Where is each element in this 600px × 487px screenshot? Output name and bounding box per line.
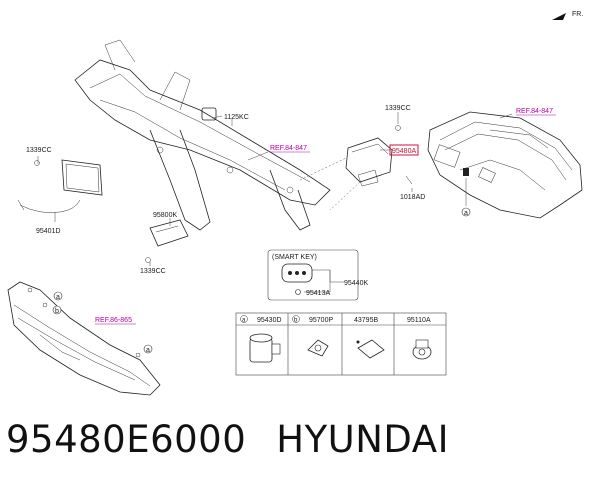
svg-text:a: a <box>56 294 60 301</box>
sensor-95110a-icon <box>412 339 432 360</box>
part-caption: 95480E6000 HYUNDAI <box>6 418 449 461</box>
callout-a-bumper-1: a <box>53 291 63 301</box>
label-95401d: 95401D <box>36 228 61 235</box>
caption-brand: HYUNDAI <box>276 418 449 461</box>
label-1339cc-top: 1339CC <box>385 105 411 112</box>
smart-key-fob-icon <box>281 263 313 283</box>
ref-label-center[interactable]: REF.84-847 <box>270 145 307 152</box>
module-95480a-illustration <box>345 125 413 187</box>
direction-label: FR. <box>572 11 583 18</box>
table-part-95110a: 95110A <box>407 317 431 324</box>
label-95800k: 95800K <box>153 212 177 219</box>
table-part-43795b: 43795B <box>354 317 378 324</box>
label-95413a: 95413A <box>306 290 330 297</box>
svg-text:a: a <box>242 318 246 324</box>
label-95480a: 95480A <box>392 148 416 155</box>
ref-label-top-right[interactable]: REF.84-847 <box>516 108 553 115</box>
module-95401d-illustration <box>17 159 103 213</box>
smart-key-title: (SMART KEY) <box>272 254 317 261</box>
parts-table: a 95430D b 95700P 43795B 95110A <box>235 312 447 376</box>
label-1339cc-left: 1339CC <box>26 147 52 154</box>
callout-a-dashboard: a <box>461 207 471 217</box>
svg-text:b: b <box>294 318 298 324</box>
front-bumper-illustration <box>7 281 161 396</box>
svg-text:b: b <box>55 308 59 315</box>
label-1018ad: 1018AD <box>400 194 425 201</box>
svg-text:a: a <box>464 210 468 217</box>
smart-key-group: (SMART KEY) 95440K 95413A <box>267 249 368 301</box>
pad-43795b-icon <box>356 339 385 359</box>
table-part-95430d: 95430D <box>257 317 282 324</box>
svg-text:a: a <box>146 347 150 354</box>
callout-a-bumper-2: a <box>143 344 153 354</box>
label-1339cc-bottom: 1339CC <box>140 268 166 275</box>
leader-lines <box>37 112 513 293</box>
front-direction-indicator: FR. <box>552 11 583 20</box>
label-95440k: 95440K <box>344 280 368 287</box>
sensor-95700p-icon <box>307 339 329 357</box>
callout-b-bumper: b <box>52 305 62 315</box>
label-1125kc: 1125KC <box>224 114 249 121</box>
crash-pad-illustration <box>427 111 583 219</box>
cowl-cross-bar-illustration <box>74 39 331 231</box>
ref-label-bumper[interactable]: REF.86-865 <box>95 317 132 324</box>
sensor-95430d-icon <box>249 333 281 363</box>
highlight-box <box>389 144 419 156</box>
module-95800k-illustration <box>145 219 189 263</box>
caption-part-number: 95480E6000 <box>6 418 247 461</box>
table-part-95700p: 95700P <box>309 317 333 324</box>
battery-icon <box>295 289 301 295</box>
